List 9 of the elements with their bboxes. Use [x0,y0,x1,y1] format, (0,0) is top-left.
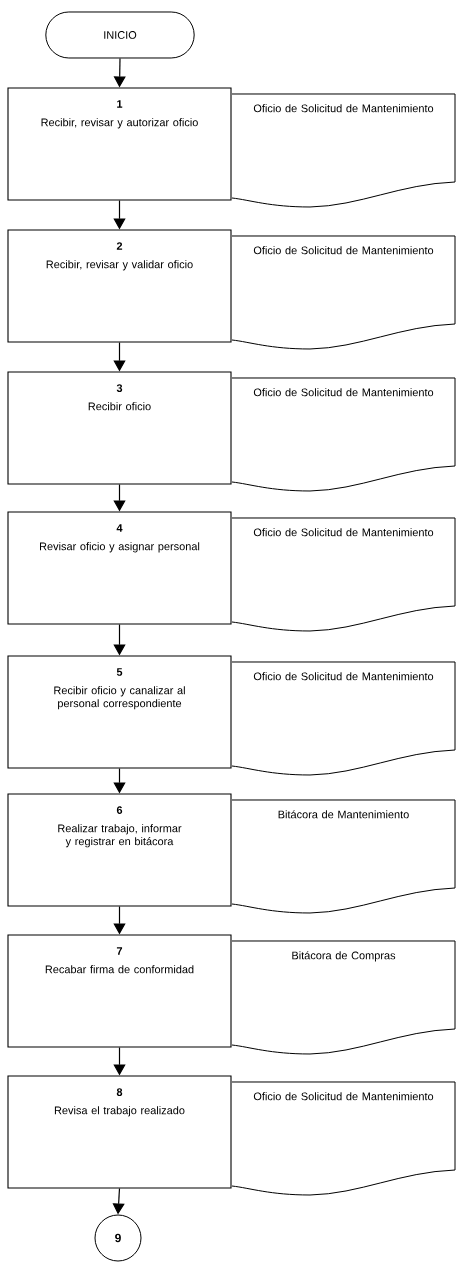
process-box: 1 Recibir, revisar y autorizar oficio [7,87,232,201]
process-box: 2 Recibir, revisar y validar oficio [7,229,232,343]
process-box: 7 Recabar firma de conformidad [7,934,232,1048]
process-box: 5 Recibir oficio y canalizar al personal correspondiente [7,655,232,769]
start-terminal: INICIO [45,11,195,59]
process-box: 6 Realizar trabajo, informar y registrar en bitácora [7,793,232,907]
process-box: 3 Recibir oficio [7,371,232,485]
process-box: 4 Revisar oficio y asignar personal [7,511,232,625]
process-box: 8 Revisa el trabajo realizado [7,1075,232,1189]
